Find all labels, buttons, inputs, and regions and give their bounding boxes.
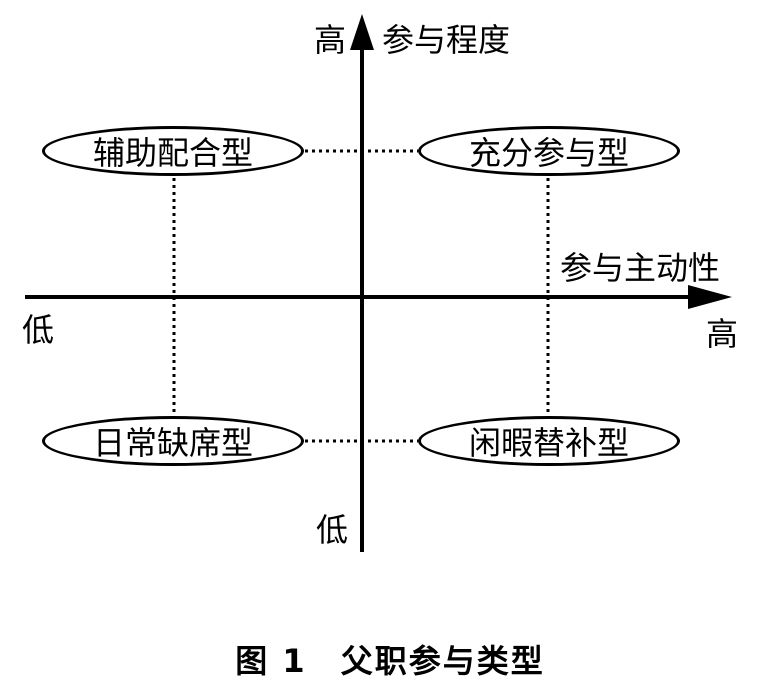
x-axis-low-label: 低 xyxy=(22,311,55,349)
quadrant-top-right: 充分参与型 xyxy=(418,126,680,176)
x-axis-high-label: 高 xyxy=(706,315,739,353)
y-axis-title: 参与程度 xyxy=(382,21,511,59)
y-axis-arrow xyxy=(350,14,374,50)
y-axis-low-label: 低 xyxy=(316,511,349,549)
x-axis-title: 参与主动性 xyxy=(560,249,721,287)
quadrant-bottom-right: 闲暇替补型 xyxy=(418,416,680,466)
x-axis-arrow xyxy=(688,285,732,309)
quadrant-bottom-left: 日常缺席型 xyxy=(42,416,304,466)
figure-caption: 图 1 父职参与类型 xyxy=(235,642,545,680)
y-axis-high-label: 高 xyxy=(314,21,347,59)
quadrant-top-left: 辅助配合型 xyxy=(42,126,304,176)
